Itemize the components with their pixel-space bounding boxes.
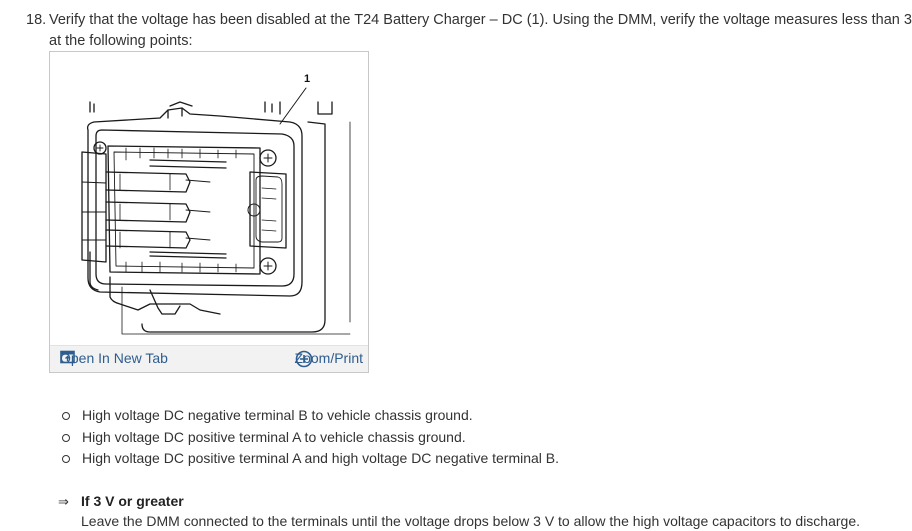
open-new-tab-icon	[60, 350, 75, 364]
double-arrow-icon: ⇒	[58, 494, 69, 509]
condition-heading: ⇒ If 3 V or greater	[58, 491, 184, 512]
open-in-new-tab-link[interactable]: Open In New Tab	[60, 350, 168, 366]
callout-number-1: 1	[304, 73, 310, 85]
procedure-step: 18.Verify that the voltage has been disa…	[26, 10, 912, 52]
list-item-text: High voltage DC positive terminal A and …	[82, 450, 560, 466]
step-text-line2: at the following points:	[49, 33, 193, 49]
bullet-circle-icon	[62, 455, 70, 463]
measurement-points-list: High voltage DC negative terminal B to v…	[62, 405, 559, 470]
bullet-circle-icon	[62, 433, 70, 442]
condition-detail: Leave the DMM connected to the terminals…	[81, 513, 861, 529]
zoom-print-label: Zoom/Print	[294, 350, 363, 366]
list-item-text: High voltage DC negative terminal B to v…	[82, 407, 473, 423]
open-in-new-tab-label: Open In New Tab	[60, 350, 168, 366]
bullet-circle-icon	[62, 412, 70, 420]
list-item: High voltage DC positive terminal A and …	[62, 448, 559, 470]
figure-toolbar: Open In New Tab Zoom/Print	[50, 345, 368, 372]
connector-illustration-figure: 1 1 Open In New Tab Zoom/Print	[49, 51, 369, 373]
procedure-page: 18.Verify that the voltage has been disa…	[26, 12, 912, 529]
list-item-text: High voltage DC positive terminal A to v…	[82, 428, 466, 445]
condition-label: If 3 V or greater	[81, 493, 184, 509]
step-number: 18.	[26, 12, 47, 28]
step-text-line1: Verify that the voltage has been disable…	[49, 12, 912, 28]
list-item: High voltage DC negative terminal B to v…	[62, 405, 559, 427]
battery-charger-connector-illustration: 1	[81, 73, 351, 335]
zoom-print-link[interactable]: Zoom/Print	[294, 350, 363, 368]
list-item: High voltage DC positive terminal A to v…	[62, 427, 559, 449]
zoom-plus-icon	[295, 350, 312, 368]
